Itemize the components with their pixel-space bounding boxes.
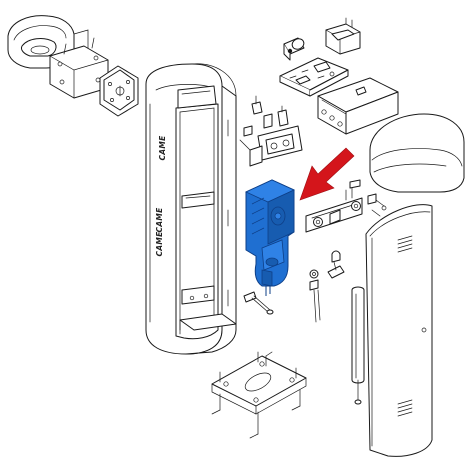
rod-eyelet bbox=[309, 250, 345, 323]
door-panel bbox=[365, 204, 433, 457]
brand-mark-lower: CAME bbox=[155, 231, 164, 257]
control-box bbox=[317, 77, 399, 135]
capacitor bbox=[283, 37, 305, 61]
brand-mark-middle: CAME bbox=[155, 207, 164, 233]
limit-switch-bracket bbox=[239, 95, 303, 167]
bar-holder-bracket bbox=[305, 179, 387, 233]
dome-cover bbox=[369, 113, 465, 193]
vent-slots-bottom bbox=[397, 399, 413, 417]
foundation-plate bbox=[211, 351, 307, 439]
transformer bbox=[325, 17, 361, 55]
control-board bbox=[279, 57, 349, 97]
anchor-bolt bbox=[243, 291, 274, 315]
cabinet-column bbox=[145, 63, 237, 355]
gearmotor-assembly bbox=[245, 179, 295, 296]
red-arrow-pointer bbox=[299, 147, 355, 201]
brand-mark-top: CAME bbox=[158, 135, 167, 161]
balancing-spring bbox=[351, 286, 365, 405]
vent-slots-top bbox=[397, 235, 413, 253]
square-plate bbox=[99, 65, 139, 117]
